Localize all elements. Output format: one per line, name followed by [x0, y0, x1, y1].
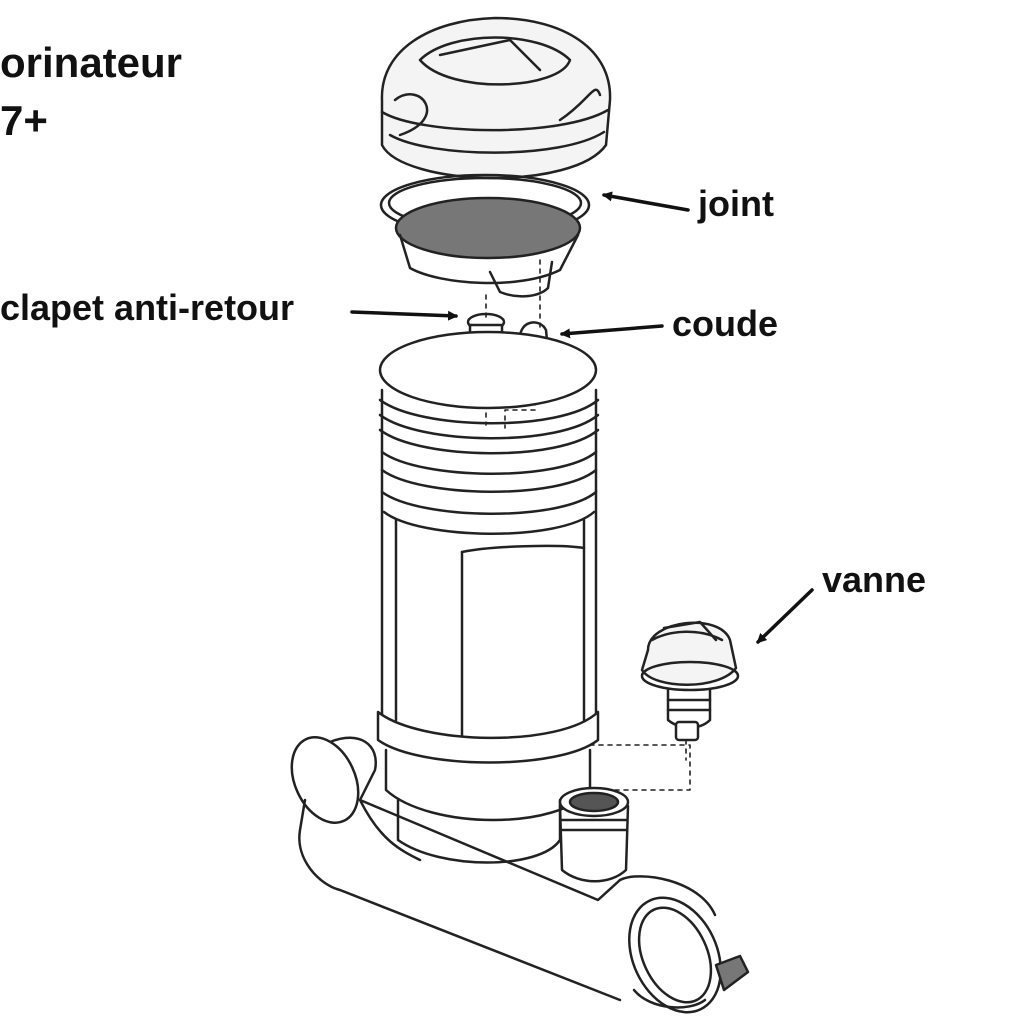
label-coude: coude — [672, 303, 779, 344]
title-line-2: 7+ — [0, 97, 48, 144]
small-cap-part — [714, 954, 750, 992]
canister-body-part — [376, 330, 600, 864]
strainer-basket-part — [394, 196, 582, 298]
arrow-vanne — [756, 588, 814, 644]
pipe-part — [290, 736, 722, 1014]
callout-arrows — [350, 191, 814, 644]
arrow-coude — [560, 324, 664, 339]
label-vanne: vanne — [822, 559, 927, 600]
arrow-clapet — [350, 310, 458, 321]
title-line-1: orinateur — [0, 39, 183, 86]
arrow-joint — [602, 191, 690, 212]
label-clapet-anti-retour: clapet anti-retour — [0, 287, 295, 328]
lid-part — [380, 16, 612, 180]
label-joint: joint — [698, 183, 774, 224]
valve-knob-part — [640, 620, 740, 742]
fitting-part — [558, 786, 630, 883]
